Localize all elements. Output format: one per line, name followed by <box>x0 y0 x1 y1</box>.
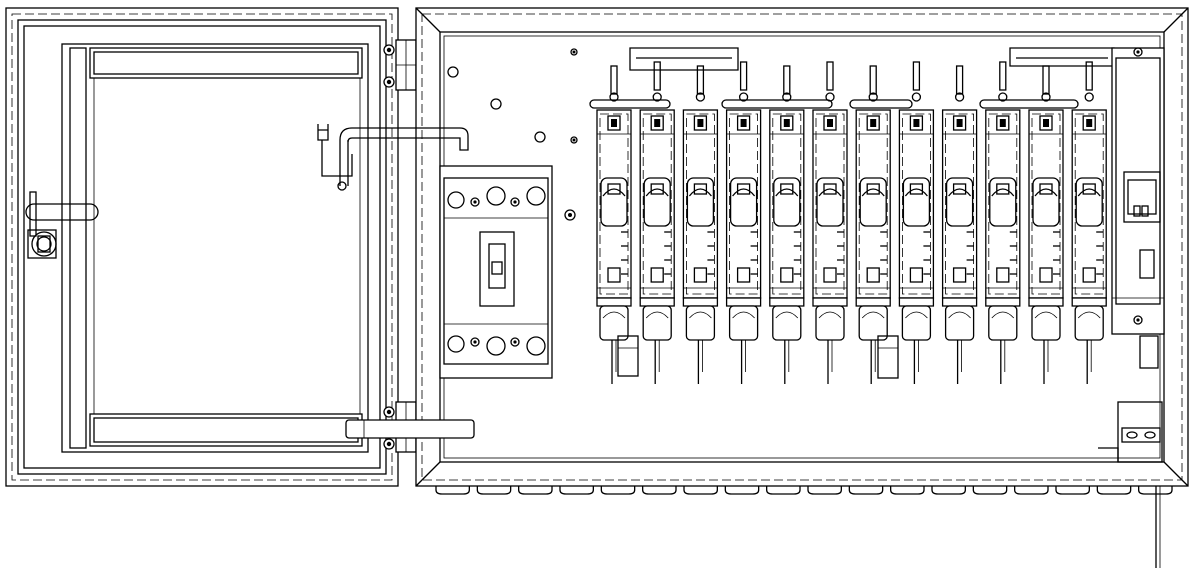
main-breaker <box>439 165 553 379</box>
branch-breaker <box>898 61 935 384</box>
door-handle <box>345 419 475 439</box>
branch-breaker <box>985 61 1021 384</box>
door-outer-frame <box>5 7 399 487</box>
branch-breaker <box>941 65 978 384</box>
branch-breaker <box>1028 65 1064 384</box>
knockout <box>1138 486 1173 495</box>
ground-bar-icon <box>1098 401 1163 463</box>
branch-breaker <box>855 65 891 384</box>
cable-lead-icon <box>1155 486 1161 568</box>
knockout <box>642 486 677 495</box>
knockout <box>518 486 553 495</box>
hinge-top <box>395 39 417 91</box>
branch-breaker <box>682 65 719 384</box>
knockout <box>890 486 925 495</box>
knockout <box>766 486 801 495</box>
knockout <box>931 486 966 495</box>
branch-breakers <box>596 61 1107 384</box>
knockout <box>683 486 718 495</box>
knockout <box>1096 486 1132 495</box>
branch-breaker <box>769 65 805 384</box>
knockout <box>807 486 842 495</box>
knockout <box>1055 486 1090 495</box>
branch-breaker <box>812 61 848 384</box>
door-window <box>61 43 369 453</box>
door <box>5 7 399 487</box>
door-latch <box>25 191 99 237</box>
knockout <box>476 486 512 495</box>
terminal-block-icon <box>1123 171 1161 223</box>
door-bolts <box>383 44 395 450</box>
knockout <box>1014 486 1049 495</box>
branch-breaker <box>725 61 762 384</box>
knockout <box>435 486 470 495</box>
lower-brackets <box>617 335 1159 379</box>
knockout <box>848 486 884 495</box>
branch-breaker <box>596 65 632 384</box>
door-lock-icon <box>27 229 57 259</box>
main-breaker-handle <box>479 231 515 307</box>
knockout <box>972 486 1008 495</box>
branch-breaker <box>639 61 675 384</box>
bottom-knockouts <box>435 486 1173 495</box>
knockout <box>559 486 594 495</box>
knockout <box>600 486 636 495</box>
branch-breaker <box>1071 61 1107 384</box>
door-handle-rod <box>317 124 469 191</box>
side-terminal-panel <box>1111 47 1165 335</box>
knockout <box>724 486 760 495</box>
